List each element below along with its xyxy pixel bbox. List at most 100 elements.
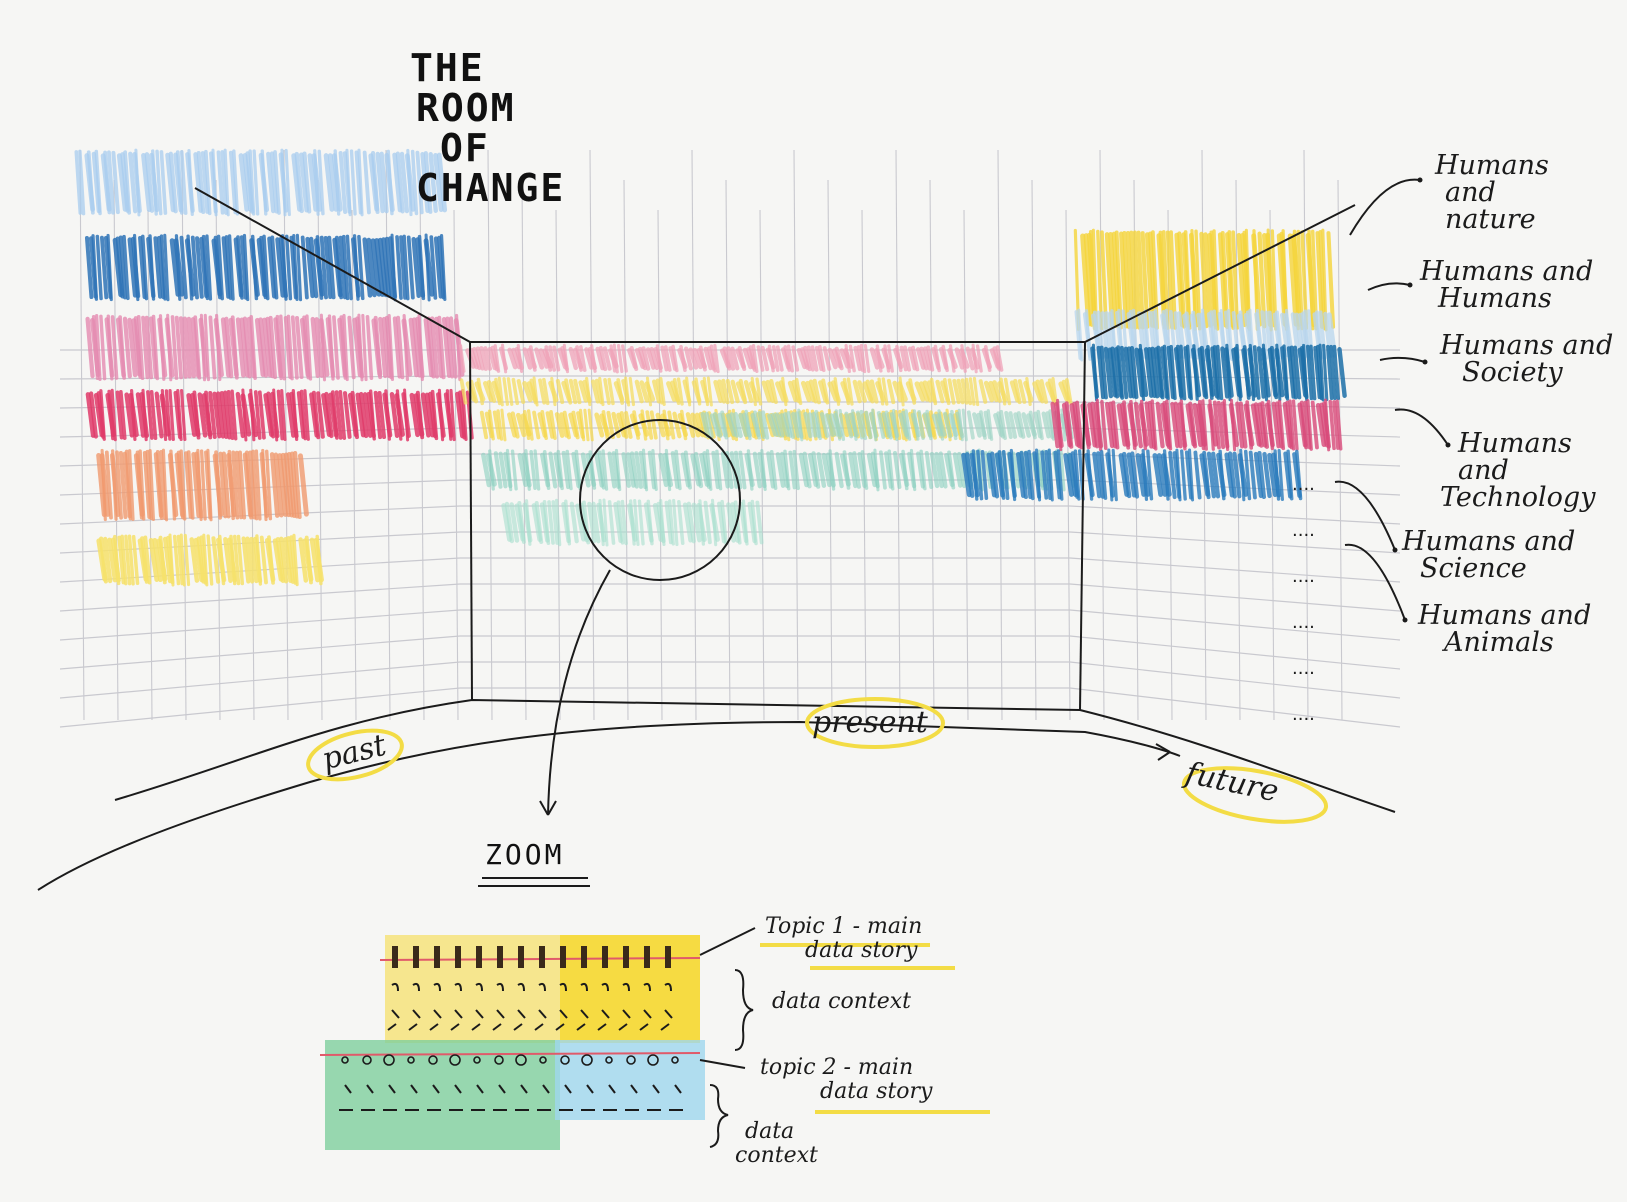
stripe-back-green [838,409,846,441]
stripe-animals [223,537,233,583]
stripe-right-blue [1147,346,1157,399]
stripe-back-teal [983,451,993,489]
stripe-science [245,450,254,520]
stripe-right-darkblue [1107,448,1114,502]
stripe-society [309,236,319,299]
stripe-science [196,448,203,522]
stripe-humans [254,317,266,378]
stripe-right-yellow [1307,229,1315,331]
stripe-humans [230,315,239,380]
stripe-right-pink [1095,398,1103,452]
stripe-back-teal [505,448,513,492]
stripe-technology [164,389,172,441]
stripe-back-pink [584,347,594,370]
stripe-back-yellow [1013,378,1022,405]
stripe-back-yellow [1039,379,1049,404]
stripe-back-pink [827,347,838,370]
stripe-back-teal [816,452,827,488]
stripe-back-teal [664,448,672,492]
stripe-back-green [961,408,968,442]
zoom-context-mark [559,1009,568,1019]
zoom-main-mark [518,946,524,968]
stripe-right-pink [1271,401,1281,449]
stripe-back-teal [873,448,880,492]
stripe-society [292,233,299,302]
stripe-back-teal [565,449,573,491]
stripe-technology [223,390,232,440]
stripe-science [135,450,144,520]
stripe-back-teal [792,449,800,491]
stripe-back-teal [802,451,812,489]
stripe-right-blue [1305,344,1314,401]
stripe-back-green [1033,411,1043,439]
stripe-animals [196,536,206,584]
stripe-society [305,236,315,299]
stripe-technology [355,392,366,438]
zoom-dot-mark [449,1054,461,1066]
stripe-technology [146,390,154,440]
stripe-right-blue [1206,345,1214,400]
stripe-animals [211,536,221,584]
zoom-main-mark [581,946,587,968]
zoom-context-mark [408,1023,418,1031]
stripe-science [238,450,247,520]
zoom-title: ZOOM [485,838,565,871]
stripe-back-pink [899,345,908,372]
stripe-right-blue [1302,343,1309,402]
stripe-technology [89,391,98,439]
grid-line [1069,687,1401,728]
stripe-technology [257,390,266,440]
stripe-science [218,451,228,519]
stripe-nature [371,150,380,215]
stripe-science [206,448,213,522]
stripe-back-yellow [805,380,816,403]
stripe-right-blue [1313,345,1322,400]
stripe-technology [235,391,246,439]
stripe-back-pink [803,345,812,372]
zoom-dot-mark [647,1054,659,1066]
stripe-society [341,234,350,301]
stripe-back-yellow [607,377,615,406]
stripe-back-yellow2 [632,410,640,440]
stripe-animals [206,534,214,586]
stripe-technology [168,388,175,442]
topic-arrowhead [1417,177,1423,183]
stripe-right-darkblue [980,450,989,500]
stripe-animals [241,536,251,584]
stripe-back-teal [1059,448,1066,492]
zoom-main-mark [455,946,461,968]
stripe-back-pink [579,345,587,372]
stripe-nature [204,149,212,216]
stripe-humans [136,314,145,381]
zoom-context-mark [454,1084,462,1094]
stripe-back-green [986,409,994,441]
stripe-society [259,235,268,300]
topic-label-animals: Humans and Animals [1418,602,1591,656]
stripe-humans [426,316,436,379]
stripe-society [406,235,415,300]
zoom-context-mark [564,1084,572,1094]
grid-line [453,209,459,721]
stripe-humans [402,313,410,382]
ellipsis-mark: ···· [1292,709,1315,730]
stripe-back-teal [821,452,832,488]
stripe-humans [158,314,166,381]
context2-brace [709,1084,729,1148]
stripe-society [352,234,360,301]
stripe-back-mint [501,503,512,542]
stripe-technology [368,389,376,441]
stripe-right-blue [1326,344,1334,401]
stripe-animals [286,536,295,584]
zoom-context-mark [601,982,609,992]
stripe-back-mint [633,498,640,547]
stripe-humans [174,315,184,380]
stripe-back-pink [709,344,717,373]
stripe-back-teal [738,450,747,490]
stripe-back-yellow [775,381,786,402]
stripe-animals [275,537,286,583]
stripe-back-teal [556,449,564,491]
stripe-technology [338,390,347,440]
stripe-back-yellow2 [523,409,531,441]
stripe-animals [289,535,298,585]
stripe-science [283,452,294,518]
